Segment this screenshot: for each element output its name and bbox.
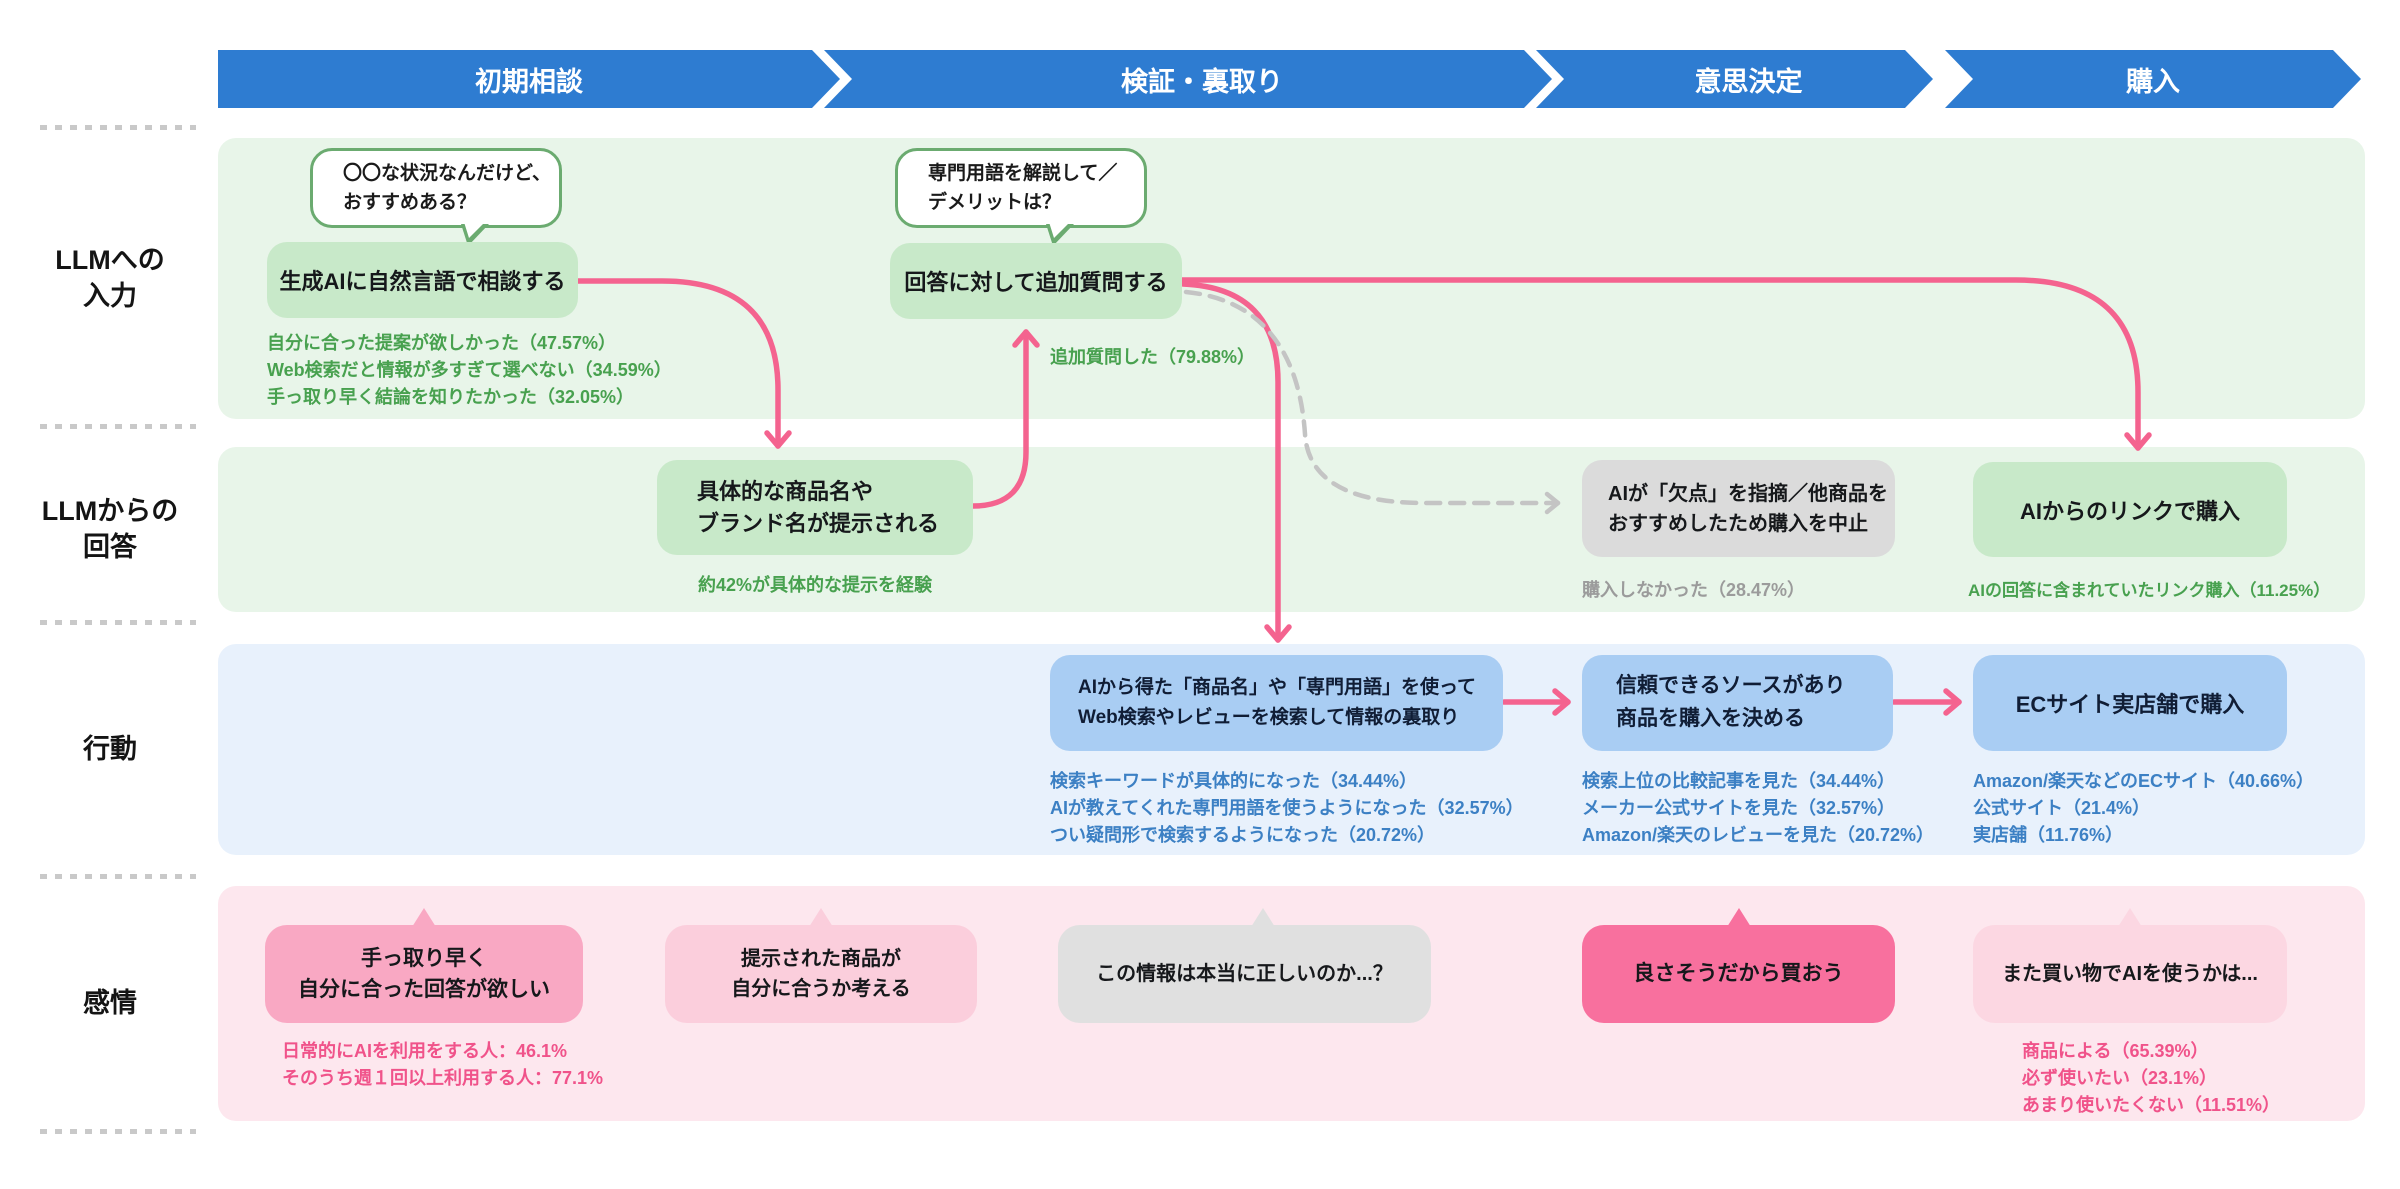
node-followup-question: 回答に対して追加質問する <box>890 243 1182 319</box>
lane-divider <box>40 125 196 130</box>
stat-line: そのうち週１回以上利用する人：77.1% <box>282 1068 604 1088</box>
node-line: AIから得た「商品名」や「専門用語」を使って <box>1078 676 1477 698</box>
bubble-line: また買い物でAIを使うかは... <box>2002 963 2258 985</box>
stage-label-purchase: 購入 <box>2126 66 2180 97</box>
reuse-stats: 商品による（65.39%） 必ず使いたい（23.1%） あまり使いたくない（11… <box>2022 1038 2280 1119</box>
user-prompt-bubble-followup: 専門用語を解説して／ デメリットは？ <box>895 148 1147 246</box>
lane-label-line: 入力 <box>83 281 137 312</box>
consult-stats: 自分に合った提案が欲しかった（47.57%） Web検索だと情報が多すぎて選べな… <box>267 330 672 411</box>
verify-stats: 検索キーワードが具体的になった（34.44%） AIが教えてくれた専門用語を使う… <box>1050 768 1524 849</box>
node-label: ECサイト実店舗で購入 <box>2015 692 2245 717</box>
bubble-line: 良さそうだから買おう <box>1633 962 1844 986</box>
lane-label-line: LLMからの <box>41 496 179 526</box>
bubble-line: 提示された商品が <box>741 948 901 970</box>
lane-divider <box>40 424 196 429</box>
lane-divider <box>40 620 196 625</box>
stat-line: 商品による（65.39%） <box>2022 1041 2209 1061</box>
stat-line: 必ず使いたい（23.1%） <box>2022 1068 2218 1088</box>
stat-line: 追加質問した（79.88%） <box>1050 347 1256 367</box>
user-prompt-bubble-consult: 〇〇な状況なんだけど、 おすすめある？ <box>310 148 562 246</box>
emotion-bubble-fit-consider: 提示された商品が 自分に合うか考える <box>665 925 977 1023</box>
lane-label-llm-answer: LLMからの 回答 <box>16 493 204 566</box>
node-line: 信頼できるソースがあり <box>1616 674 1846 698</box>
node-line: ブランド名が提示される <box>697 510 940 536</box>
lane-divider <box>40 874 196 879</box>
stage-header-chevrons <box>218 50 2361 108</box>
bubble-line: 〇〇な状況なんだけど、 <box>343 162 552 184</box>
stat-line: 公式サイト（21.4%） <box>1973 798 2151 818</box>
stage-label-decision: 意思決定 <box>1694 66 1803 97</box>
emotion-bubble-reuse-ai: また買い物でAIを使うかは... <box>1973 925 2287 1023</box>
stat-line: 約42%が具体的な提示を経験 <box>697 575 933 595</box>
node-web-verify: AIから得た「商品名」や「専門用語」を使って Web検索やレビューを検索して情報… <box>1050 655 1503 751</box>
stat-line: 自分に合った提案が欲しかった（47.57%） <box>267 333 617 353</box>
decide-stats: 検索上位の比較記事を見た（34.44%） メーカー公式サイトを見た（32.57%… <box>1582 768 1934 849</box>
node-product-suggested: 具体的な商品名や ブランド名が提示される <box>657 460 973 555</box>
node-line: おすすめしたため購入を中止 <box>1608 512 1868 535</box>
node-label: AIからのリンクで購入 <box>2019 498 2240 524</box>
bubble-line: 手っ取り早く <box>361 946 487 970</box>
stat-line: 検索上位の比較記事を見た（34.44%） <box>1582 771 1896 791</box>
node-label: 回答に対して追加質問する <box>904 270 1168 295</box>
stage-label-verify: 検証・裏取り <box>1121 66 1283 97</box>
stat-line: 手っ取り早く結論を知りたかった（32.05%） <box>267 387 635 407</box>
node-line: Web検索やレビューを検索して情報の裏取り <box>1078 707 1460 728</box>
stat-line: 購入しなかった（28.47%） <box>1582 580 1806 600</box>
emotion-bubble-quick-answer: 手っ取り早く 自分に合った回答が欲しい <box>265 925 583 1023</box>
bubble-line: 専門用語を解説して／ <box>928 162 1118 184</box>
node-line: AIが「欠点」を指摘／他商品を <box>1608 482 1888 505</box>
bubble-line: おすすめある？ <box>343 192 477 213</box>
stat-line: メーカー公式サイトを見た（32.57%） <box>1582 798 1896 818</box>
stat-line: Amazon/楽天などのECサイト（40.66%） <box>1973 771 2315 791</box>
stat-line: 日常的にAIを利用をする人：46.1% <box>282 1041 568 1061</box>
node-purchase-ec-store: ECサイト実店舗で購入 <box>1973 655 2287 751</box>
bubble-line: 自分に合うか考える <box>731 978 911 1000</box>
suggest-stat: 約42%が具体的な提示を経験 <box>657 572 973 599</box>
lane-label-line: 感情 <box>83 988 137 1018</box>
node-consult-ai: 生成AIに自然言語で相談する <box>267 242 578 318</box>
lane-label-llm-input: LLMへの 入力 <box>16 242 204 315</box>
lane-label-line: LLMへの <box>55 245 165 275</box>
bubble-line: デメリットは？ <box>928 192 1062 213</box>
node-decide-purchase: 信頼できるソースがあり 商品を購入を決める <box>1582 655 1893 751</box>
node-purchase-cancelled: AIが「欠点」を指摘／他商品を おすすめしたため購入を中止 <box>1582 460 1895 557</box>
lane-divider <box>40 1129 196 1134</box>
cancel-stat: 購入しなかった（28.47%） <box>1582 577 1805 604</box>
lane-label-line: 行動 <box>83 734 137 764</box>
quick-stats: 日常的にAIを利用をする人：46.1% そのうち週１回以上利用する人：77.1% <box>282 1038 603 1092</box>
emotion-bubble-doubt: この情報は本当に正しいのか...？ <box>1058 925 1431 1023</box>
stage-chevron-purchase <box>1945 50 2361 108</box>
node-line: 具体的な商品名や <box>697 478 874 504</box>
node-purchase-via-ai-link: AIからのリンクで購入 <box>1973 462 2287 557</box>
stat-line: Web検索だと情報が多すぎて選べない（34.59%） <box>267 360 672 380</box>
stage-label-initial: 初期相談 <box>475 66 583 97</box>
node-label: 生成AIに自然言語で相談する <box>279 269 566 294</box>
stage-chevron-verify <box>824 50 1552 108</box>
stage-chevron-initial <box>218 50 840 108</box>
stage-chevron-decision <box>1536 50 1933 108</box>
stat-line: AIが教えてくれた専門用語を使うようになった（32.57%） <box>1050 798 1524 818</box>
stat-line: AIの回答に含まれていたリンク購入（11.25%） <box>1968 581 2331 600</box>
stat-line: 実店舗（11.76%） <box>1973 825 2124 845</box>
bubble-line: この情報は本当に正しいのか...？ <box>1096 963 1393 985</box>
bubble-line: 自分に合った回答が欲しい <box>298 978 550 1001</box>
stat-line: あまり使いたくない（11.51%） <box>2022 1095 2281 1115</box>
lane-label-action: 行動 <box>16 731 204 767</box>
stat-line: 検索キーワードが具体的になった（34.44%） <box>1050 771 1418 791</box>
stat-line: Amazon/楽天のレビューを見た（20.72%） <box>1582 825 1935 845</box>
lane-label-line: 回答 <box>83 532 137 563</box>
node-line: 商品を購入を決める <box>1616 707 1805 730</box>
followup-stat: 追加質問した（79.88%） <box>1050 344 1255 371</box>
stat-line: つい疑問形で検索するようになった（20.72%） <box>1050 825 1436 845</box>
lane-label-emotion: 感情 <box>16 985 204 1021</box>
emotion-bubble-buy: 良さそうだから買おう <box>1582 925 1895 1023</box>
purchase-stats: Amazon/楽天などのECサイト（40.66%） 公式サイト（21.4%） 実… <box>1973 768 2314 849</box>
link-stat: AIの回答に含まれていたリンク購入（11.25%） <box>1968 578 2330 604</box>
